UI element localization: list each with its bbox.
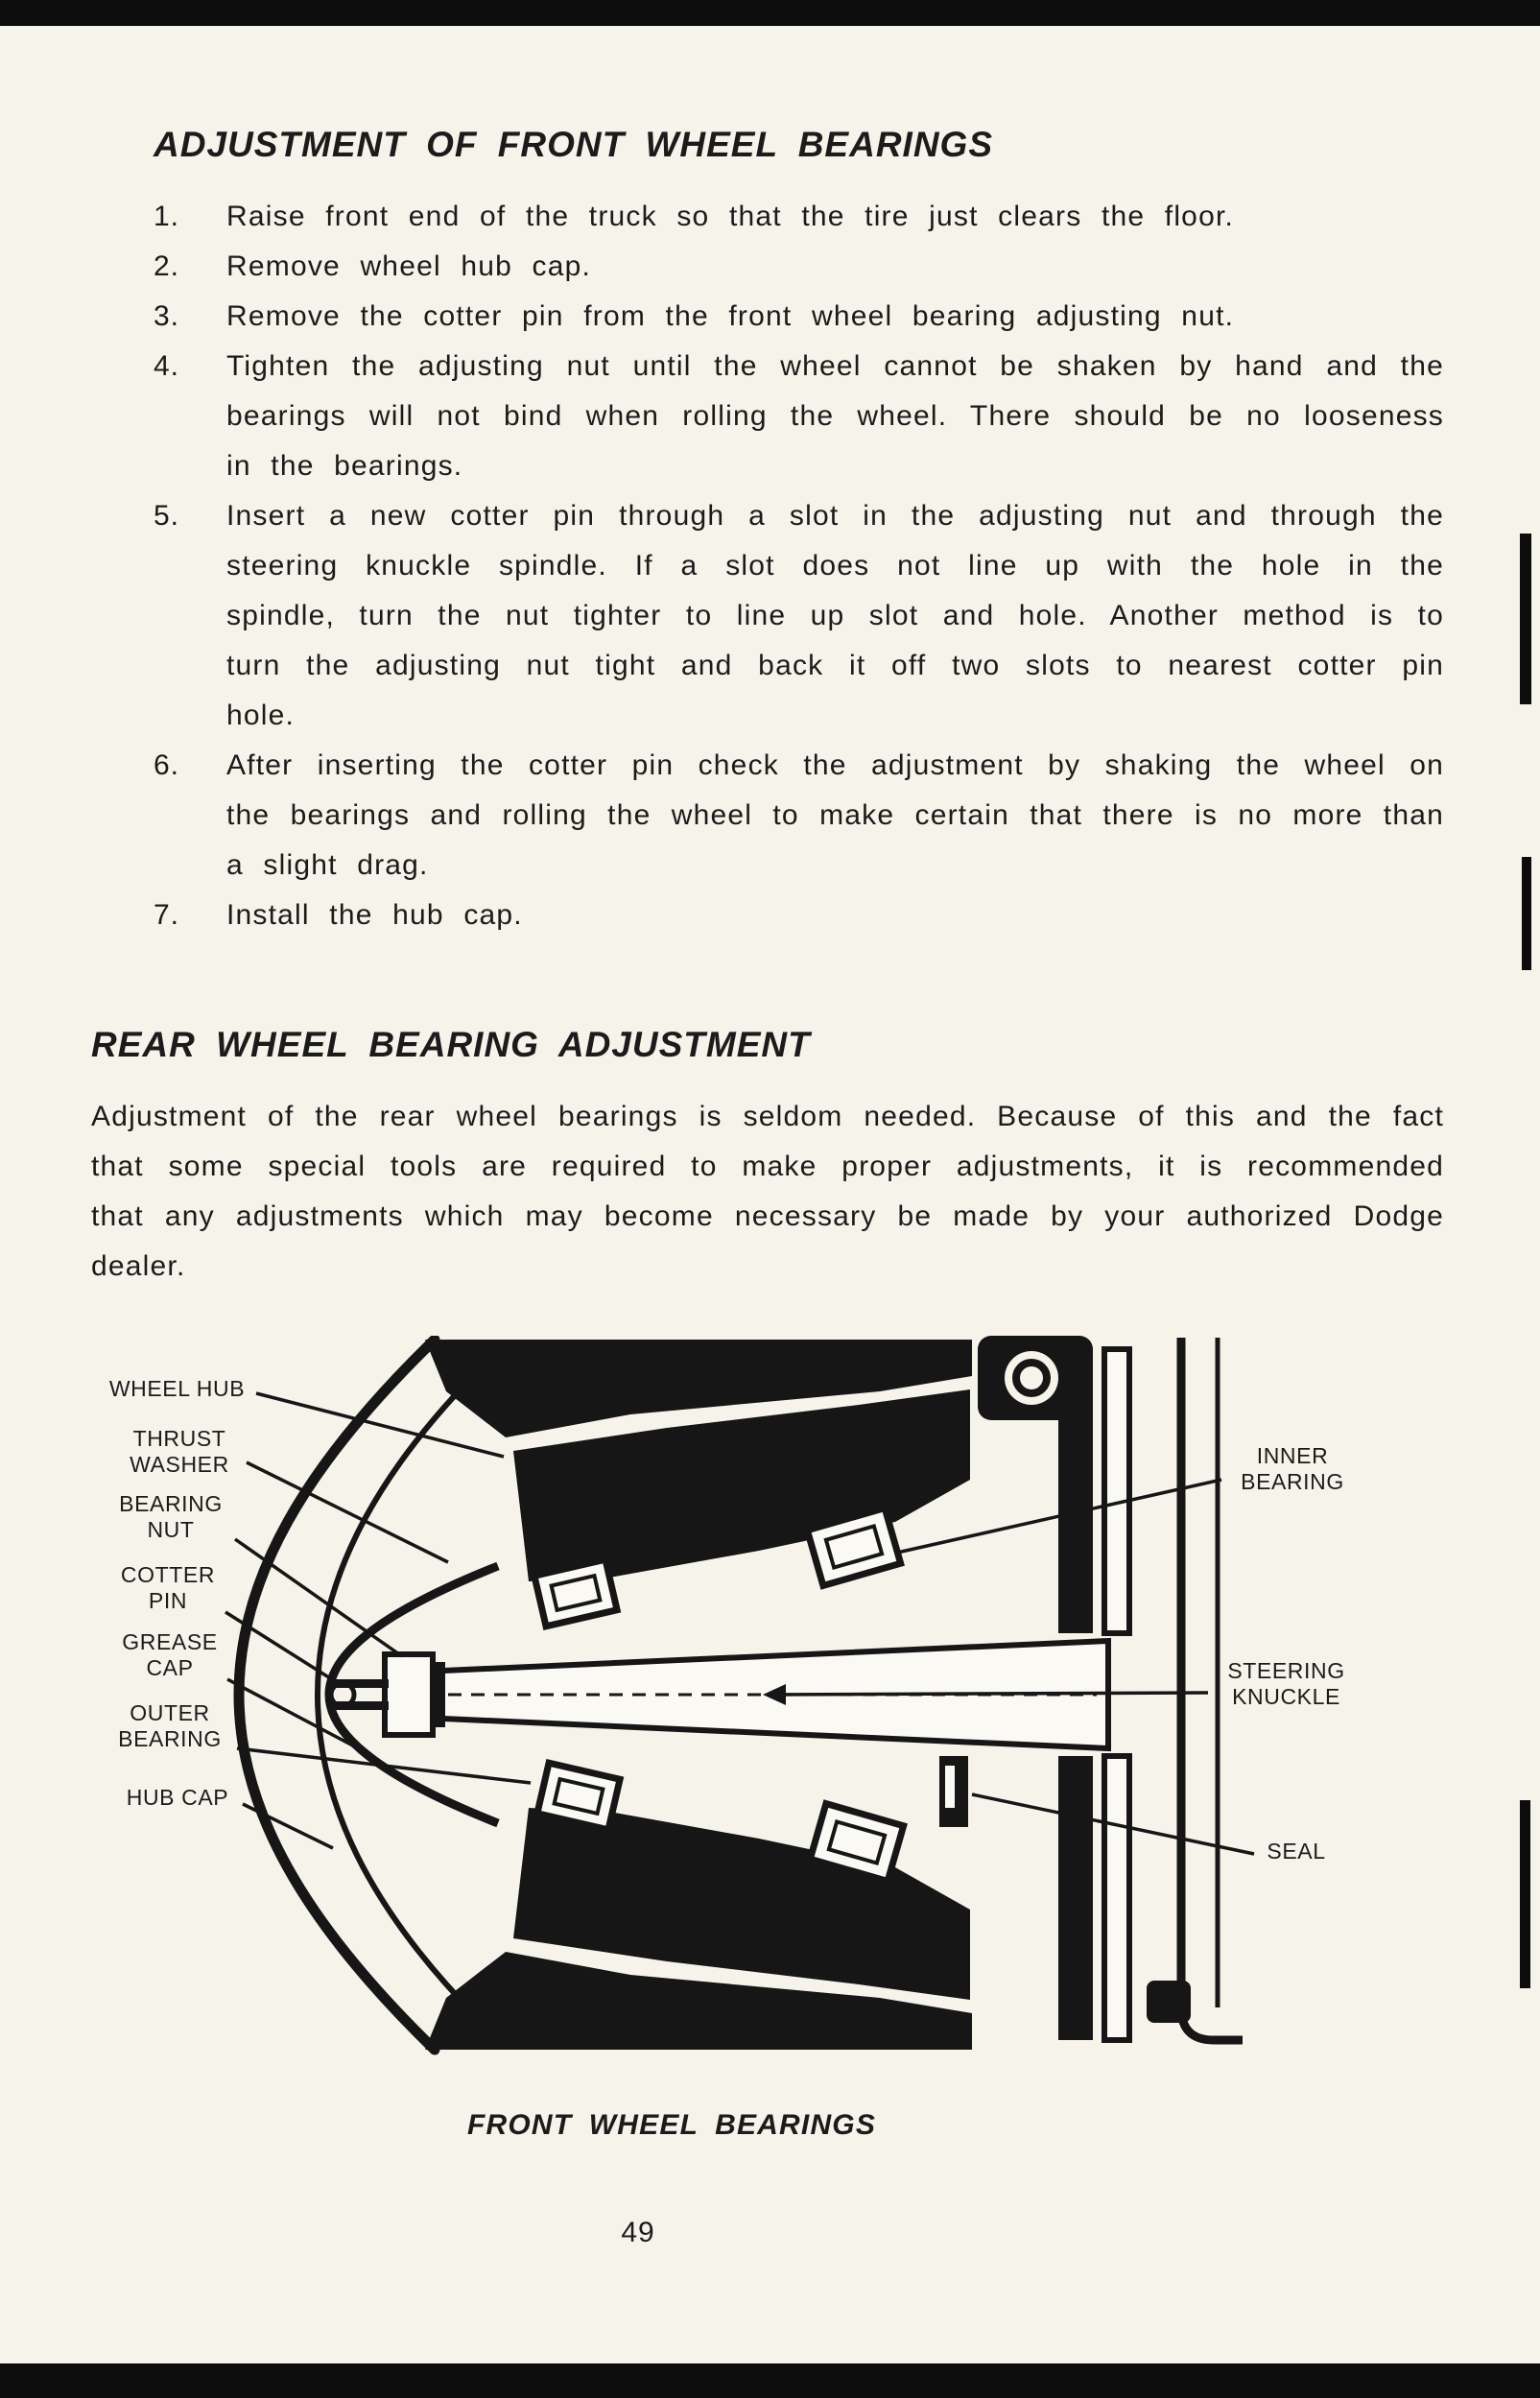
page-number: 49 [621, 2217, 655, 2248]
inner-bearing-rollers [803, 1504, 908, 1886]
step-number: 2. [154, 250, 180, 282]
step-text: After inserting the cotter pin check the… [226, 749, 1444, 881]
figure-label-bearing-nut: BEARING NUT [119, 1491, 223, 1542]
rear-bearing-paragraph: Adjustment of the rear wheel bearings is… [91, 1101, 1444, 1282]
step-text: Tighten the adjusting nut until the whee… [226, 350, 1444, 482]
seal-shape [939, 1756, 968, 1827]
step-item: 2. Remove wheel hub cap. [154, 242, 1444, 292]
figure-label-outer-bearing: OUTER BEARING [118, 1700, 222, 1751]
cotter-pin-shape [328, 1679, 389, 1710]
scan-edge-bottom [0, 2363, 1540, 2398]
step-item: 5. Insert a new cotter pin through a slo… [154, 491, 1444, 741]
step-text: Raise front end of the truck so that the… [226, 201, 1235, 232]
figure-label-cotter-pin: COTTER PIN [120, 1562, 216, 1613]
front-bearing-steps: 1. Raise front end of the truck so that … [154, 192, 1444, 940]
leader-wheel-hub [255, 1391, 505, 1459]
figure-label-hub-cap: HUB CAP [126, 1785, 229, 1810]
steering-knuckle-plates [1058, 1338, 1243, 2045]
leader-seal [971, 1793, 1255, 1856]
scan-artifact [1522, 857, 1531, 970]
step-number: 4. [154, 350, 180, 382]
wheel-hub-body [425, 1340, 972, 2050]
bearing-nut-shape [382, 1651, 445, 1738]
figure-label-grease-cap: GREASE CAP [122, 1629, 218, 1680]
figure-label-thrust-washer: THRUST WASHER [130, 1426, 229, 1477]
rear-bearing-title: REAR WHEEL BEARING ADJUSTMENT [91, 1025, 811, 1064]
step-item: 4. Tighten the adjusting nut until the w… [154, 342, 1444, 491]
step-text: Install the hub cap. [226, 899, 523, 931]
step-number: 5. [154, 500, 180, 532]
leader-inner-bearing [896, 1478, 1222, 1555]
leader-thrust-washer [246, 1460, 449, 1564]
figure-label-steering-knuckle: STEERING KNUCKLE [1227, 1658, 1345, 1709]
figure-label-wheel-hub: WHEEL HUB [108, 1376, 246, 1401]
step-item: 3. Remove the cotter pin from the front … [154, 292, 1444, 342]
scan-edge-top [0, 0, 1540, 26]
step-text: Remove wheel hub cap. [226, 250, 592, 282]
figure-label-seal: SEAL [1267, 1839, 1326, 1864]
leader-bearing-nut [233, 1537, 404, 1658]
step-text: Insert a new cotter pin through a slot i… [226, 500, 1444, 731]
front-bearing-section: ADJUSTMENT OF FRONT WHEEL BEARINGS 1. Ra… [154, 123, 1444, 940]
step-number: 7. [154, 899, 180, 931]
front-wheel-bearings-figure: WHEEL HUB THRUST WASHER BEARING NUT COTT… [91, 1336, 1458, 2055]
figure-caption: FRONT WHEEL BEARINGS [466, 2109, 877, 2141]
leader-grease-cap [226, 1677, 363, 1752]
step-number: 1. [154, 201, 180, 232]
step-number: 3. [154, 300, 180, 332]
leader-cotter-pin [225, 1610, 336, 1683]
front-wheel-bearings-diagram [225, 1336, 1255, 2055]
leader-steering-knuckle [768, 1691, 1209, 1697]
figure-label-inner-bearing: INNER BEARING [1241, 1443, 1344, 1494]
hub-cap-outline [233, 1336, 480, 2055]
leader-arrowhead [763, 1684, 786, 1705]
scan-artifact [1520, 1800, 1530, 1988]
step-text: Remove the cotter pin from the front whe… [226, 300, 1235, 332]
step-item: 6. After inserting the cotter pin check … [154, 741, 1444, 890]
outer-bearing-rollers [530, 1555, 625, 1835]
rear-bearing-section: REAR WHEEL BEARING ADJUSTMENT Adjustment… [91, 1023, 1444, 1292]
step-number: 6. [154, 749, 180, 781]
step-item: 1. Raise front end of the truck so that … [154, 192, 1444, 242]
grease-cap-shape [324, 1561, 500, 1828]
leader-lines [225, 1391, 1255, 1856]
front-bearing-title: ADJUSTMENT OF FRONT WHEEL BEARINGS [154, 125, 993, 164]
step-item: 7. Install the hub cap. [154, 890, 1444, 940]
leader-outer-bearing [236, 1746, 532, 1785]
leader-hub-cap [242, 1802, 334, 1850]
scan-artifact [1520, 534, 1531, 704]
